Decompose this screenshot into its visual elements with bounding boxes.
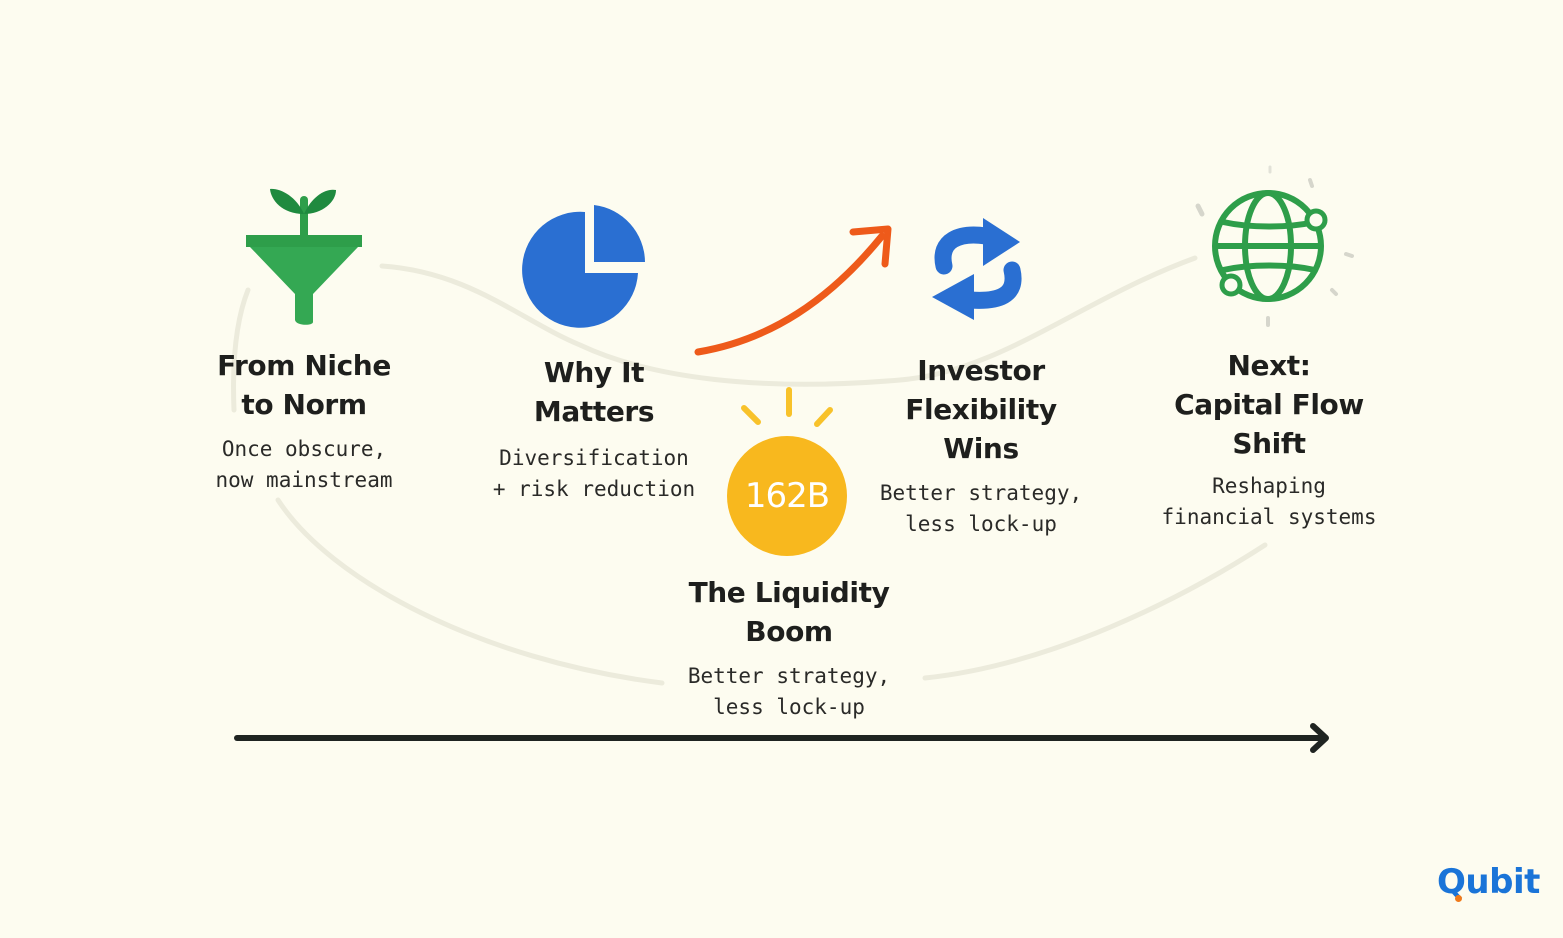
step-from-niche: From Niche to Norm Once obscure, now mai…	[184, 346, 424, 496]
desc-line: Diversification	[499, 446, 689, 470]
pie-chart-icon	[522, 205, 645, 328]
desc-line: + risk reduction	[492, 477, 696, 501]
desc-line: now mainstream	[215, 468, 393, 492]
desc-line: Once obscure,	[221, 437, 387, 461]
brand-logo: Qubit	[1437, 862, 1540, 902]
title-line: Investor	[917, 354, 1045, 387]
exchange-arrows-icon	[932, 218, 1022, 320]
step-description: Once obscure, now mainstream	[184, 434, 424, 496]
connector-curve-upper	[379, 255, 1198, 387]
connector-curve-lower-right	[922, 542, 1268, 681]
growth-arrow-icon	[694, 225, 892, 356]
title-line: Why It	[543, 356, 645, 389]
title-line: Flexibility	[905, 393, 1057, 426]
title-line: Boom	[745, 615, 833, 648]
step-description: Reshaping financial systems	[1134, 471, 1404, 533]
title-line: The Liquidity	[688, 576, 890, 609]
step-title: Next: Capital Flow Shift	[1134, 346, 1404, 463]
step-title: Why It Matters	[464, 353, 724, 431]
step-description: Diversification + risk reduction	[464, 443, 724, 505]
connector-curve-left	[231, 287, 251, 413]
desc-line: Better strategy,	[687, 664, 891, 688]
step-capital-flow: Next: Capital Flow Shift Reshaping finan…	[1134, 346, 1404, 533]
title-line: Capital Flow	[1174, 388, 1364, 421]
liquidity-badge-value: 162B	[744, 476, 830, 516]
desc-line: less lock-up	[905, 512, 1057, 536]
globe-icon	[1195, 165, 1354, 327]
title-line: to Norm	[241, 388, 367, 421]
step-title: The Liquidity Boom	[654, 573, 924, 651]
step-description: Better strategy, less lock-up	[654, 661, 924, 723]
step-description: Better strategy, less lock-up	[856, 478, 1106, 540]
desc-line: less lock-up	[713, 695, 865, 719]
desc-line: Reshaping	[1212, 474, 1326, 498]
timeline-arrow-head	[1310, 723, 1329, 753]
connector-curve-lower-left	[275, 497, 665, 686]
step-investor-flexibility: Investor Flexibility Wins Better strateg…	[856, 351, 1106, 540]
desc-line: financial systems	[1161, 505, 1377, 529]
sun-badge-icon	[727, 387, 847, 556]
title-line: Matters	[533, 395, 655, 428]
funnel-sprout-icon	[246, 188, 362, 325]
title-line: Shift	[1232, 427, 1306, 460]
title-line: Next:	[1227, 349, 1311, 382]
step-why-it-matters: Why It Matters Diversification + risk re…	[464, 353, 724, 505]
step-title: Investor Flexibility Wins	[856, 351, 1106, 468]
brand-logo-dot	[1455, 895, 1462, 902]
title-line: Wins	[943, 432, 1019, 465]
desc-line: Better strategy,	[879, 481, 1083, 505]
step-liquidity-boom: The Liquidity Boom Better strategy, less…	[654, 573, 924, 723]
step-title: From Niche to Norm	[184, 346, 424, 424]
title-line: From Niche	[217, 349, 391, 382]
